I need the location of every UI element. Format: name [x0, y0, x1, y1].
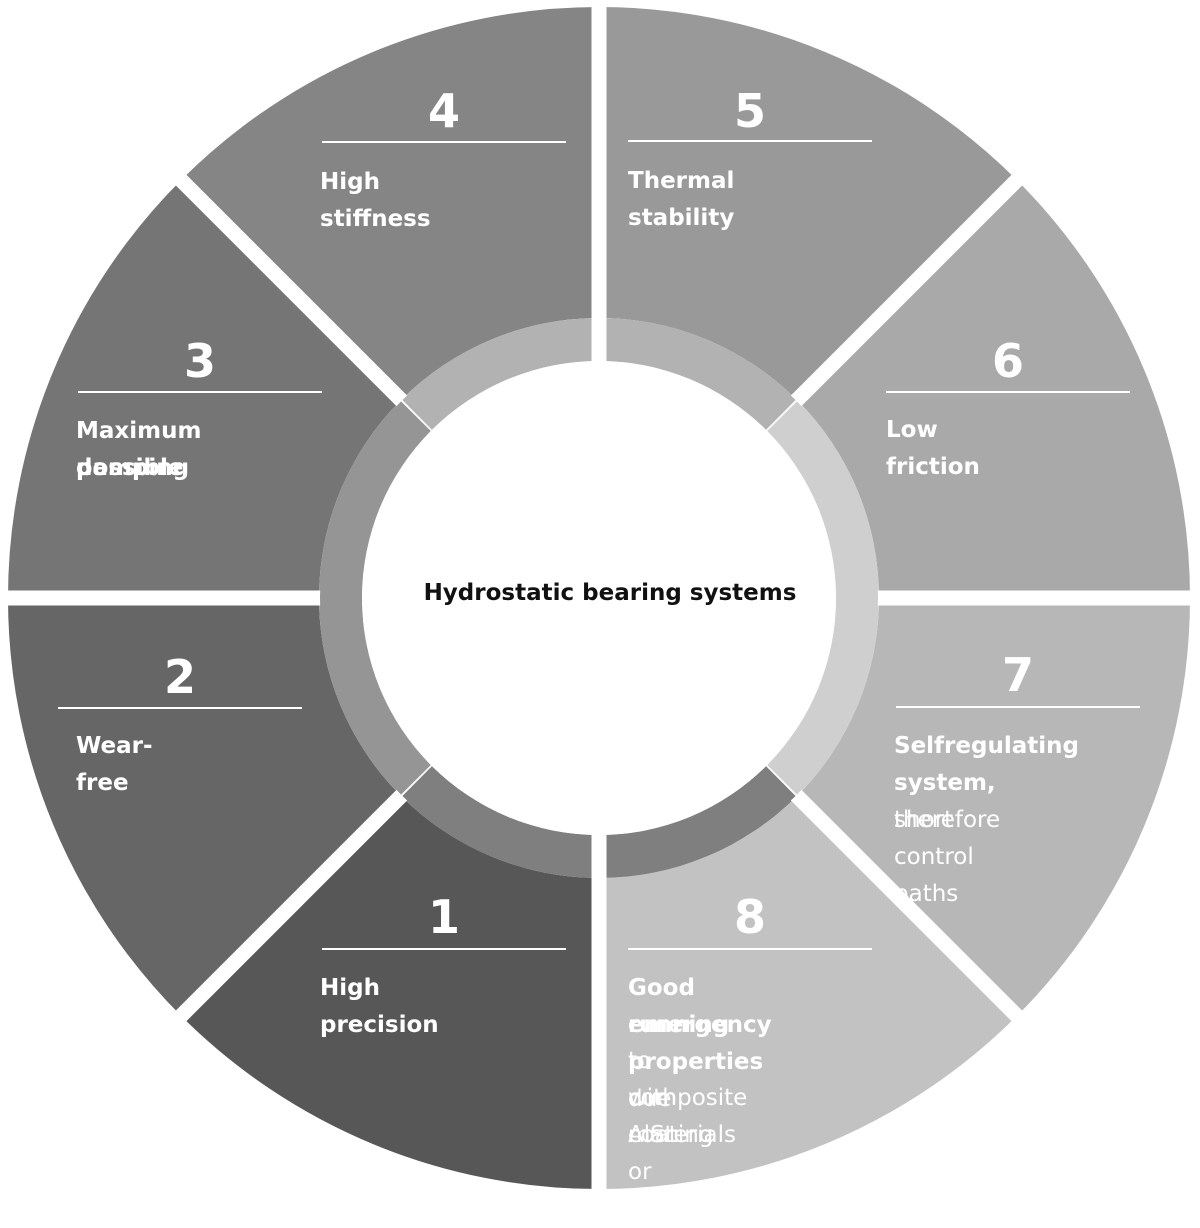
segment-7-shape	[796, 598, 1190, 1016]
segment-8-text-line4: with AlSn or CuSn	[628, 1085, 688, 1222]
segment-8-text-line3: to composite materials	[628, 1048, 748, 1148]
segment-6-shape	[796, 180, 1190, 598]
segment-8-number: 8	[733, 890, 766, 944]
segment-1-text: High precision	[320, 975, 439, 1038]
segment-7-text-line1: Selfregulating	[894, 733, 1079, 759]
segment-3-shape	[8, 180, 402, 598]
center-title: Hydrostatic bearing systems	[423, 580, 797, 606]
segment-3-rule	[78, 391, 322, 393]
segment-4-number: 4	[427, 84, 460, 138]
segment-8-text-line2-normal: due	[628, 1086, 672, 1112]
segment-3-number: 3	[183, 334, 216, 388]
gap-line-8	[759, 169, 1028, 438]
segment-7-text-line2-bold: system,	[894, 770, 996, 796]
segment-3-text-line2: damping	[76, 455, 190, 481]
outer-segments	[8, 7, 1190, 1189]
segment-2-text: Wear-free	[76, 733, 153, 796]
segment-6-rule	[886, 391, 1130, 393]
segment-8-text-line1: Good emergency	[628, 975, 772, 1038]
segment-7-rule	[896, 706, 1140, 708]
segment-5-shape	[599, 7, 1017, 401]
segment-5-text: Thermal stability	[628, 168, 735, 231]
segment-4-text: High stiffness	[320, 169, 431, 232]
segment-6-number: 6	[991, 334, 1024, 388]
ring-top-cover	[402, 318, 796, 430]
ring-right-cover	[767, 401, 878, 795]
segment-2-shape	[8, 598, 402, 1016]
center-disc	[362, 361, 836, 835]
gap-line-2	[759, 758, 1028, 1027]
gap-line-4	[170, 758, 439, 1027]
segment-7-text-line2: system, therefore	[894, 765, 1000, 839]
segment-2-rule	[58, 707, 302, 709]
inner-ring-cover	[320, 318, 878, 877]
segment-8-text-line2-bold: running properties	[628, 1012, 764, 1075]
segment-8-rule	[628, 948, 872, 950]
ring-bottom-cover	[402, 766, 796, 877]
segment-4-rule	[322, 141, 566, 143]
bearing-diagram	[0, 0, 1198, 1197]
segment-7-text-line3: short control paths	[894, 807, 974, 907]
segment-3-text-line1: Maximum possible	[76, 418, 202, 481]
segment-1-number: 1	[427, 890, 460, 944]
segment-7-text-line2-normal: therefore	[894, 807, 1001, 833]
segment-1-rule	[322, 948, 566, 950]
gap-lines	[0, 0, 1198, 1197]
segment-5-number: 5	[733, 84, 766, 138]
segment-7-number: 7	[1001, 648, 1034, 702]
segment-1-shape	[181, 795, 599, 1189]
segment-5-rule	[628, 140, 872, 142]
segment-2-number: 2	[163, 650, 196, 704]
segment-4-shape	[181, 7, 599, 401]
segment-8-text-line5: coating	[628, 1122, 714, 1148]
segment-8-text-line2: running properties due	[628, 1007, 763, 1118]
gap-line-6	[170, 169, 439, 438]
segment-8-shape	[599, 795, 1017, 1189]
segment-6-text: Low friction	[886, 417, 980, 480]
ring-left-cover	[320, 401, 431, 795]
